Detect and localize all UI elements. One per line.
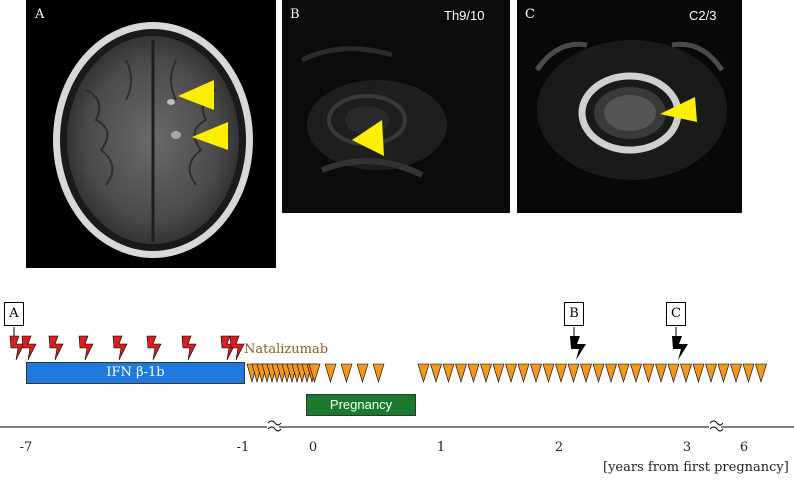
timeline: A B C IFN β-1b Natalizumab Pregnancy -7 -… — [0, 290, 794, 482]
thoracic-spine-mri-image — [282, 0, 510, 213]
infusion-triangle-icon — [517, 363, 530, 384]
infusion-triangle-icon — [630, 363, 642, 384]
infusion-triangle-icon — [667, 363, 680, 384]
infusion-triangle-icon — [642, 363, 655, 384]
relapse-bolt-icon — [229, 335, 245, 361]
infusion-triangle-icon — [340, 363, 353, 384]
infusion-triangle-icon — [717, 363, 730, 384]
relapse-bolt-icon — [570, 336, 586, 360]
axis-tick-label: 3 — [682, 440, 692, 455]
panel-b-letter: B — [290, 7, 300, 22]
infusion-triangle-icon — [605, 363, 617, 384]
infusion-triangle-icon — [692, 363, 705, 384]
infusion-triangle-icon — [555, 363, 567, 384]
axis-tick-label: 1 — [436, 440, 446, 455]
panel-c-letter: C — [525, 7, 535, 22]
natalizumab-label: Natalizumab — [244, 342, 329, 357]
infusion-triangle-icon — [430, 363, 442, 384]
infusion-triangle-icon — [505, 363, 517, 384]
relapse-bolt-icon — [220, 335, 236, 361]
ifn-bar: IFN β-1b — [26, 362, 245, 384]
infusion-triangle-icon — [356, 363, 369, 384]
infusion-triangle-icon — [480, 363, 492, 384]
relapse-bolt-icon — [672, 336, 688, 360]
infusion-triangle-icon — [467, 363, 480, 384]
mri-panel-a: A — [26, 0, 276, 268]
relapse-bolt-icon — [78, 335, 94, 361]
panel-c-level: C2/3 — [689, 8, 717, 23]
relapse-bolt-icon — [48, 335, 64, 361]
infusion-triangle-icon — [372, 363, 385, 384]
marker-b-label: B — [564, 302, 584, 326]
axis-break-icon — [709, 419, 724, 435]
lesion-arrowhead-icon — [352, 120, 384, 156]
relapse-bolt-icon — [112, 335, 128, 361]
relapse-bolt-icon — [181, 335, 197, 361]
axis-tick-label: -7 — [19, 440, 33, 455]
axis-break-icon — [267, 419, 282, 435]
infusion-triangle-icon — [742, 363, 755, 384]
relapse-bolt-icon — [9, 335, 25, 361]
axis-tick-label: 2 — [554, 440, 564, 455]
infusion-triangle-icon — [567, 363, 580, 384]
lesion-arrowhead-icon — [178, 80, 214, 110]
infusion-triangle-icon — [680, 363, 692, 384]
infusion-triangle-icon — [617, 363, 630, 384]
infusion-triangle-icon — [730, 363, 742, 384]
infusion-triangle-icon — [755, 363, 767, 384]
lesion-arrowhead-icon — [192, 122, 228, 150]
infusion-triangle-icon — [324, 363, 337, 384]
infusion-triangle-icon — [580, 363, 592, 384]
timeline-marks — [9, 327, 767, 384]
infusion-triangle-icon — [530, 363, 542, 384]
pregnancy-bar: Pregnancy — [306, 394, 416, 416]
panel-a-letter: A — [35, 7, 45, 22]
infusion-triangle-icon — [655, 363, 667, 384]
panel-b-level: Th9/10 — [444, 8, 485, 23]
infusion-triangle-icon — [455, 363, 467, 384]
infusion-triangle-icon — [592, 363, 605, 384]
marker-c-label: C — [666, 302, 686, 326]
infusion-triangle-icon — [542, 363, 555, 384]
axis-tick-label: 0 — [308, 440, 318, 455]
panel-a-arrowheads — [178, 80, 228, 150]
marker-a-label: A — [4, 302, 24, 326]
infusion-triangle-icon — [705, 363, 717, 384]
lesion-arrowhead-icon — [660, 97, 697, 122]
relapse-bolt-icon — [146, 335, 162, 361]
infusion-triangle-icon — [308, 363, 321, 384]
axis-unit-label: [years from first pregnancy] — [603, 460, 789, 475]
relapse-bolt-icon — [21, 335, 37, 361]
infusion-triangle-icon — [492, 363, 505, 384]
mri-panel-b: B Th9/10 — [282, 0, 510, 213]
infusion-triangle-icon — [417, 363, 430, 384]
cervical-spine-mri-image — [517, 0, 742, 213]
axis-tick-label: 6 — [739, 440, 749, 455]
axis-tick-label: -1 — [236, 440, 250, 455]
infusion-triangle-icon — [442, 363, 455, 384]
mri-panel-c: C C2/3 — [517, 0, 742, 213]
time-axis — [0, 419, 794, 435]
